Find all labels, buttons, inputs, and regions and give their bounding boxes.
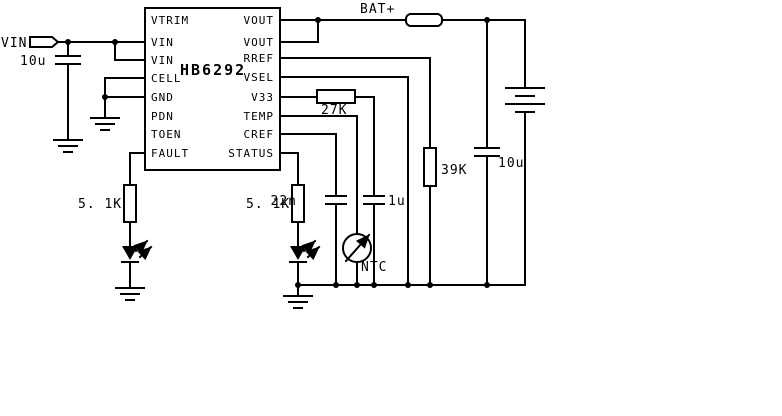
- pin-label-cref: CREF: [244, 128, 275, 141]
- status-led: [290, 246, 306, 260]
- pin-label-vtrim: VTRIM: [151, 14, 189, 27]
- led-emission-arrow: [137, 245, 153, 261]
- pin-label-vout-2: VOUT: [244, 36, 275, 49]
- status-resistor-label: 5. 1K: [246, 197, 290, 212]
- pin-label-fault: FAULT: [151, 147, 189, 160]
- rref-resistor-label: 39K: [441, 163, 467, 178]
- rref-resistor: [423, 147, 437, 187]
- fault-resistor: [123, 184, 137, 223]
- pin-label-gnd: GND: [151, 91, 174, 104]
- pin-label-vin-1: VIN: [151, 36, 174, 49]
- output-cap-label: 10u: [498, 156, 524, 171]
- temp-branch: NTC: [279, 115, 387, 288]
- ground-symbol: [283, 295, 313, 309]
- rref-branch: 39K: [279, 57, 467, 288]
- cref-cap-label: 22n: [271, 194, 297, 209]
- wire: [104, 77, 146, 119]
- fault-resistor-label: 5. 1K: [78, 197, 122, 212]
- vin-net-label: VIN: [1, 36, 27, 51]
- ic-hb6292: HB6292 VTRIM VIN VIN CELL GND PDN TOEN F…: [144, 7, 281, 171]
- v33-branch: 27K 1u: [279, 89, 406, 288]
- led-emission-arrow: [305, 245, 321, 261]
- pullup-resistor-label: 27K: [321, 103, 347, 118]
- pin-label-vout-1: VOUT: [244, 14, 275, 27]
- cref-branch: 22n: [271, 133, 347, 288]
- ground-symbol: [53, 139, 83, 153]
- fault-indicator-branch: 5. 1K: [78, 152, 153, 301]
- input-cap-label: 10u: [20, 54, 46, 69]
- wire: [279, 115, 358, 235]
- ic-part-number: HB6292: [180, 61, 246, 79]
- pullup-resistor: [316, 89, 356, 104]
- wire: [279, 76, 409, 286]
- wire: [279, 152, 299, 186]
- ic-body: [144, 7, 281, 171]
- battery-rail: BAT+ 10u: [279, 2, 545, 288]
- pin-label-rref: RREF: [244, 52, 275, 65]
- vin-connector: [29, 36, 60, 48]
- v33-cap-label: 1u: [388, 194, 406, 209]
- input-section: VIN 10u: [1, 36, 146, 153]
- pin-label-temp: TEMP: [244, 110, 275, 123]
- pin-label-status: STATUS: [228, 147, 274, 160]
- battery-net-label: BAT+: [360, 2, 395, 17]
- battery-symbol: [505, 87, 545, 113]
- wire: [129, 152, 146, 186]
- ground-symbol: [90, 117, 120, 131]
- ground-symbol: [115, 287, 145, 301]
- pin-label-toen: TOEN: [151, 128, 182, 141]
- pin-label-v33: V33: [251, 91, 274, 104]
- pin-label-pdn: PDN: [151, 110, 174, 123]
- pin-label-vin-2: VIN: [151, 54, 174, 67]
- wire: [354, 96, 375, 197]
- fuse: [405, 13, 443, 27]
- ntc-arrow: [344, 233, 371, 263]
- wire: [279, 57, 431, 149]
- fault-led: [122, 246, 138, 260]
- wire: [279, 19, 526, 89]
- pin-label-vsel: VSEL: [244, 71, 275, 84]
- ntc-label: NTC: [361, 260, 387, 275]
- wire: [279, 19, 319, 43]
- wire: [279, 133, 337, 197]
- junction-dot: [315, 17, 321, 23]
- pin-label-cell: CELL: [151, 72, 182, 85]
